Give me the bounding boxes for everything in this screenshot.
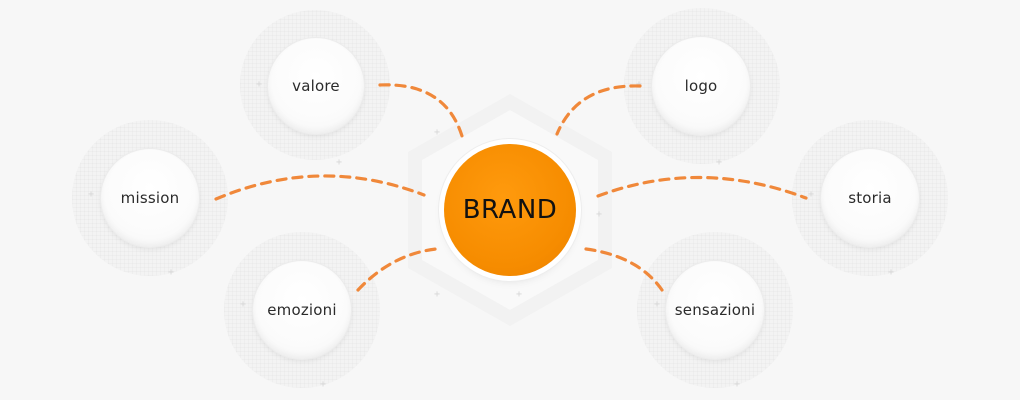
node-label-emozioni: emozioni [267, 301, 337, 319]
node-valore[interactable]: valore [268, 38, 364, 134]
node-storia[interactable]: storia [821, 149, 919, 247]
connector-storia [596, 175, 808, 200]
plus-mark: + [596, 209, 603, 220]
plus-mark: + [434, 289, 441, 300]
plus-mark: + [808, 189, 815, 200]
plus-mark: + [320, 379, 327, 390]
center-label: BRAND [462, 195, 558, 225]
plus-mark: + [716, 157, 723, 168]
plus-mark: + [734, 379, 741, 390]
plus-mark: + [88, 189, 95, 200]
plus-mark: + [168, 267, 175, 278]
node-label-sensazioni: sensazioni [674, 301, 756, 319]
connector-mission [214, 174, 426, 201]
node-emozioni[interactable]: emozioni [253, 261, 351, 359]
connector-sensazioni [584, 247, 664, 292]
halo-emozioni [224, 232, 380, 388]
node-logo[interactable]: logo [652, 37, 750, 135]
node-mission[interactable]: mission [101, 149, 199, 247]
halo-logo [624, 8, 780, 164]
node-label-valore: valore [292, 77, 340, 95]
plus-mark: + [434, 127, 441, 138]
connector-emozioni [356, 247, 438, 292]
node-sensazioni[interactable]: sensazioni [666, 261, 764, 359]
plus-mark: + [256, 79, 263, 90]
connector-logo [555, 84, 642, 136]
plus-mark: + [240, 299, 247, 310]
node-label-mission: mission [120, 189, 180, 207]
center-node-brand[interactable]: BRAND [444, 144, 576, 276]
plus-mark: + [336, 157, 343, 168]
connector-valore [378, 83, 464, 138]
halo-storia [792, 120, 948, 276]
node-label-storia: storia [848, 189, 892, 207]
node-label-logo: logo [684, 77, 718, 95]
plus-mark: + [888, 267, 895, 278]
plus-mark: + [516, 289, 523, 300]
plus-mark: + [654, 299, 661, 310]
halo-sensazioni [637, 232, 793, 388]
